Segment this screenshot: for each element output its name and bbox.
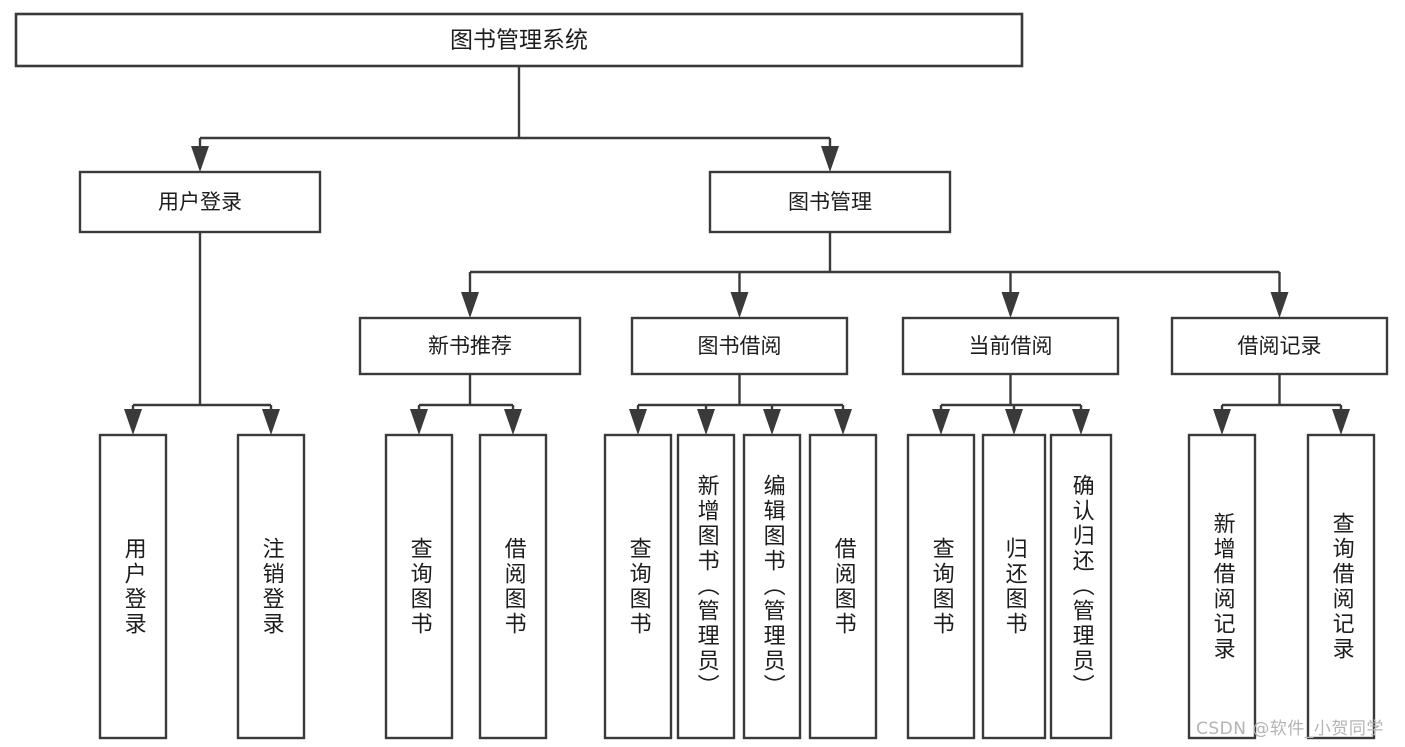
node-box-leaf-edit-book[interactable] (742, 433, 802, 740)
arrow-head-icon (1005, 409, 1023, 435)
arrow-head-icon (1001, 292, 1020, 318)
arrow-head-icon (763, 409, 781, 435)
node-box-book-borrow[interactable] (630, 316, 849, 376)
node-label: 借阅记录 (1238, 334, 1322, 358)
node-box-leaf-user-login[interactable] (98, 433, 168, 740)
arrow-head-icon (504, 409, 522, 435)
arrow-head-icon (262, 409, 280, 435)
node-box-leaf-borrow-book-1[interactable] (478, 433, 548, 740)
node-box-user-login[interactable] (78, 170, 322, 234)
arrow-head-icon (629, 409, 647, 435)
node-label: 图书管理系统 (450, 28, 588, 54)
arrow-head-icon (124, 409, 142, 435)
arrow-head-icon (697, 409, 715, 435)
node-box-root[interactable] (14, 12, 1024, 68)
arrow-head-icon (932, 409, 950, 435)
node-box-new-book-recommend[interactable] (358, 316, 582, 376)
arrow-head-icon (461, 292, 479, 318)
node-box-leaf-add-book[interactable] (676, 433, 736, 740)
arrow-head-icon (1072, 409, 1090, 435)
node-box-book-manage[interactable] (708, 170, 952, 234)
arrow-head-icon (834, 409, 852, 435)
node-label: 新书推荐 (428, 334, 512, 358)
arrow-head-icon (1213, 409, 1231, 435)
arrow-head-icon (821, 146, 839, 172)
node-box-leaf-return-book[interactable] (981, 433, 1047, 740)
arrow-head-icon (1270, 292, 1289, 318)
node-box-leaf-confirm-return[interactable] (1049, 433, 1113, 740)
node-box-layer (14, 12, 1389, 740)
node-box-leaf-user-logout[interactable] (236, 433, 306, 740)
connector-layer (124, 66, 1350, 435)
node-label: 用户登录 (158, 190, 242, 214)
arrow-head-icon (410, 409, 428, 435)
arrow-head-icon (1332, 409, 1350, 435)
node-box-leaf-add-record[interactable] (1187, 433, 1257, 740)
node-label: 当前借阅 (969, 334, 1053, 358)
node-box-leaf-borrow-book-2[interactable] (808, 433, 878, 740)
node-box-leaf-query-book-2[interactable] (603, 433, 673, 740)
node-label: 图书管理 (788, 190, 872, 214)
arrow-head-icon (191, 146, 209, 172)
node-label: 图书借阅 (698, 334, 782, 358)
node-box-borrow-record[interactable] (1170, 316, 1389, 376)
csdn-watermark: CSDN @软件_小贺同学 (1196, 719, 1384, 739)
node-box-leaf-query-book-3[interactable] (906, 433, 976, 740)
node-box-leaf-query-record[interactable] (1306, 433, 1376, 740)
node-box-current-borrow[interactable] (901, 316, 1120, 376)
node-box-leaf-query-book-1[interactable] (384, 433, 454, 740)
arrow-head-icon (730, 292, 749, 318)
